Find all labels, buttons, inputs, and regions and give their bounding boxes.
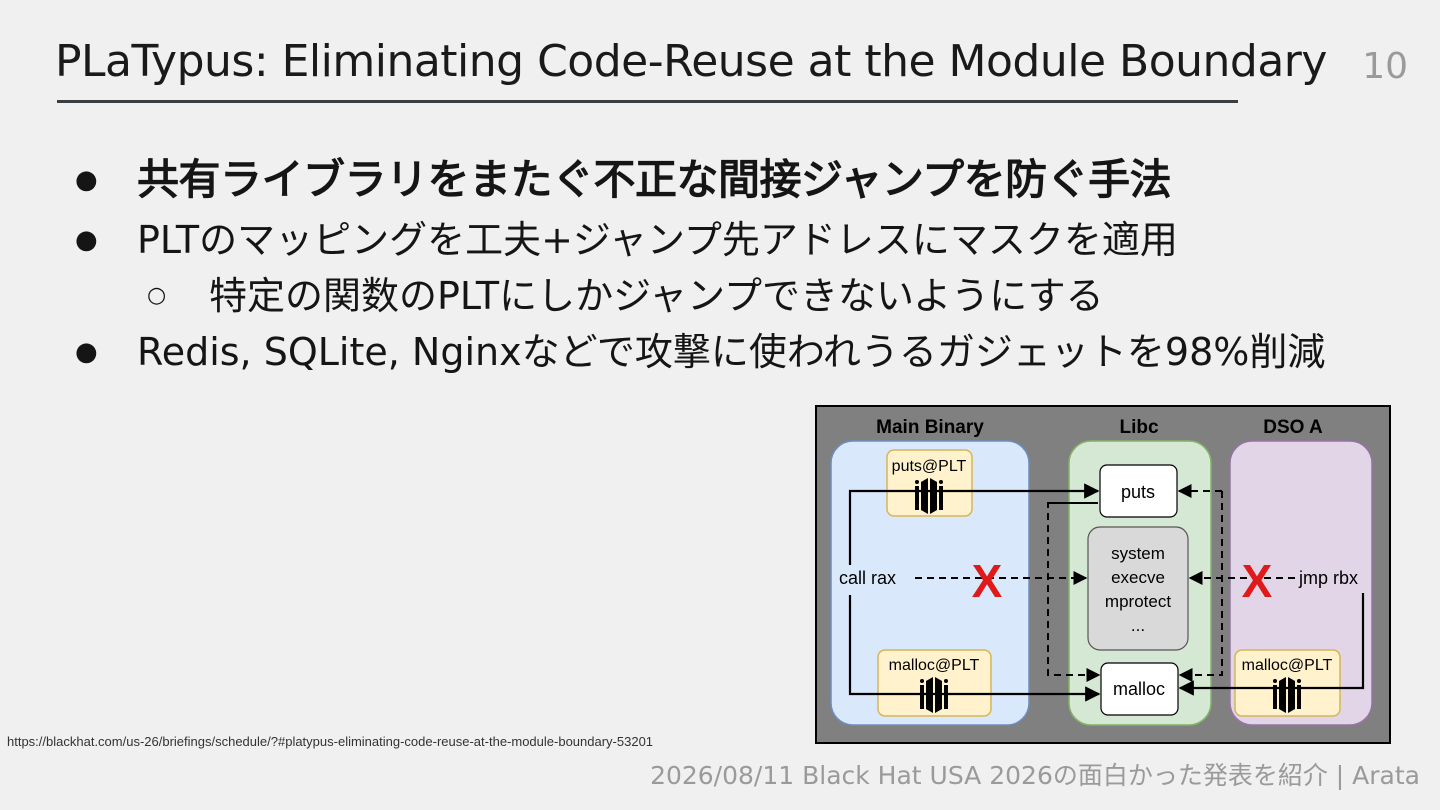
- platypus-diagram: Main Binary Libc DSO A puts@PLT malloc@P…: [815, 405, 1391, 744]
- bullet-marker: ●: [75, 225, 98, 255]
- sub-bullet-text: 特定の関数のPLTにしかジャンプできないようにする: [209, 274, 1104, 318]
- bullet-text: Redis, SQLite, Nginxなどで攻撃に使われうるガジェットを98%…: [137, 330, 1326, 374]
- dso-a-heading: DSO A: [1263, 417, 1323, 438]
- bullet-marker: ●: [75, 165, 98, 195]
- jmp-to-malloc-arrow: [1178, 593, 1365, 696]
- malloc-plt-main-box: [877, 649, 992, 717]
- puts-plt-label: puts@PLT: [892, 458, 967, 475]
- bullet-text: PLTのマッピングを工夫+ジャンプ先アドレスにマスクを適用: [137, 218, 1178, 262]
- page-number: 10: [1362, 46, 1408, 87]
- jmp-rbx-label: jmp rbx: [1298, 568, 1358, 588]
- puts-plt-box: [886, 449, 973, 517]
- call-to-malloc-arrow: [848, 595, 1101, 702]
- malloc-plt-dso-label: malloc@PLT: [1242, 657, 1333, 674]
- call-rax-label: call rax: [839, 568, 896, 588]
- puts-function-box: [1099, 464, 1178, 518]
- sensitive-function-label: mprotect: [1105, 592, 1171, 611]
- blocked-x-icon: X: [1242, 555, 1273, 607]
- puts-function-label: puts: [1121, 482, 1155, 502]
- blocked-x-icon: X: [972, 555, 1003, 607]
- sensitive-function-label: execve: [1111, 568, 1165, 587]
- main-binary-heading: Main Binary: [876, 417, 984, 438]
- title-divider: [57, 100, 1238, 103]
- svg-text:X: X: [1242, 555, 1273, 607]
- sensitive-function-label: ...: [1131, 616, 1145, 635]
- slide-title: PLaTypus: Eliminating Code-Reuse at the …: [55, 36, 1327, 87]
- bullet-marker: ●: [75, 337, 98, 367]
- call-to-puts-arrow: [848, 483, 1100, 565]
- malloc-function-label: malloc: [1113, 679, 1165, 699]
- malloc-plt-dso-box: [1234, 649, 1341, 717]
- sensitive-functions-box: [1087, 526, 1189, 651]
- malloc-plt-main-label: malloc@PLT: [889, 657, 980, 674]
- bullet-text: 共有ライブラリをまたぐ不正な間接ジャンプを防ぐ手法: [137, 155, 1172, 204]
- source-url: https://blackhat.com/us-26/briefings/sch…: [7, 734, 654, 749]
- sub-bullet-marker: ○: [147, 283, 167, 308]
- slide-footer: 2026/08/11 Black Hat USA 2026の面白かった発表を紹介…: [650, 761, 1420, 790]
- svg-text:X: X: [972, 555, 1003, 607]
- libc-heading: Libc: [1119, 417, 1158, 438]
- malloc-function-box: [1100, 662, 1179, 716]
- dashed-right-trunk: [1178, 491, 1223, 682]
- sensitive-function-label: system: [1111, 544, 1165, 563]
